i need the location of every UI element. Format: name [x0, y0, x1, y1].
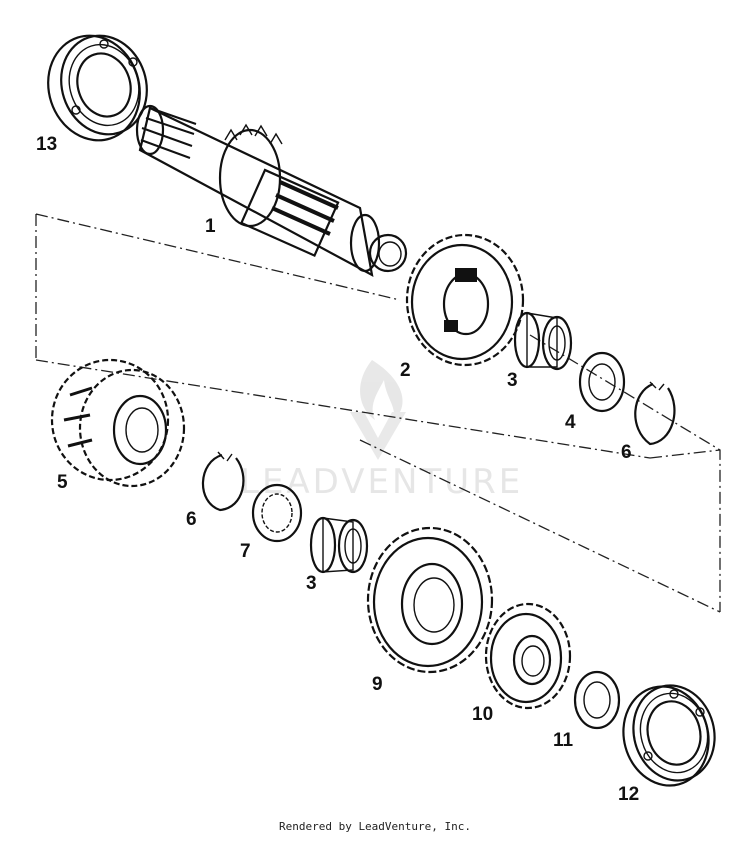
label-3a: 3	[507, 370, 518, 391]
label-4: 4	[565, 412, 576, 433]
needle-bearing-3a[interactable]	[513, 311, 573, 371]
label-13: 13	[36, 134, 57, 155]
gear-9[interactable]	[366, 526, 494, 674]
label-12: 12	[618, 784, 639, 805]
gear-cluster-5[interactable]	[50, 358, 186, 488]
gear-2[interactable]	[405, 233, 525, 367]
splined-washer-7[interactable]	[251, 483, 303, 543]
part-labels: 13 1 2 3 4 6 5 6 7 3 9 10 11 12	[36, 134, 639, 805]
label-9: 9	[372, 674, 383, 695]
countershaft-1[interactable]	[135, 104, 408, 278]
bearing-13[interactable]	[35, 24, 160, 153]
label-10: 10	[472, 704, 493, 725]
assembly-axis-line	[359, 439, 721, 613]
assembly-outline	[35, 213, 721, 612]
footer-credit: Rendered by LeadVenture, Inc.	[278, 820, 472, 833]
circlip-6a[interactable]	[634, 381, 676, 446]
washer-4[interactable]	[578, 351, 626, 413]
label-7: 7	[240, 541, 251, 562]
label-6a: 6	[621, 442, 632, 463]
leadventure-watermark-logo: LEADVENTURE	[240, 360, 523, 502]
label-6b: 6	[186, 509, 197, 530]
label-5: 5	[57, 472, 68, 493]
label-1: 1	[205, 216, 216, 237]
label-11: 11	[553, 730, 574, 751]
washer-11[interactable]	[573, 670, 621, 730]
circlip-6b[interactable]	[201, 451, 245, 512]
label-2: 2	[400, 360, 411, 381]
needle-bearing-3b[interactable]	[309, 516, 369, 574]
watermark-text: LEADVENTURE	[240, 462, 523, 502]
gear-10[interactable]	[484, 602, 572, 710]
bearing-12[interactable]	[612, 676, 725, 795]
label-3b: 3	[306, 573, 317, 594]
